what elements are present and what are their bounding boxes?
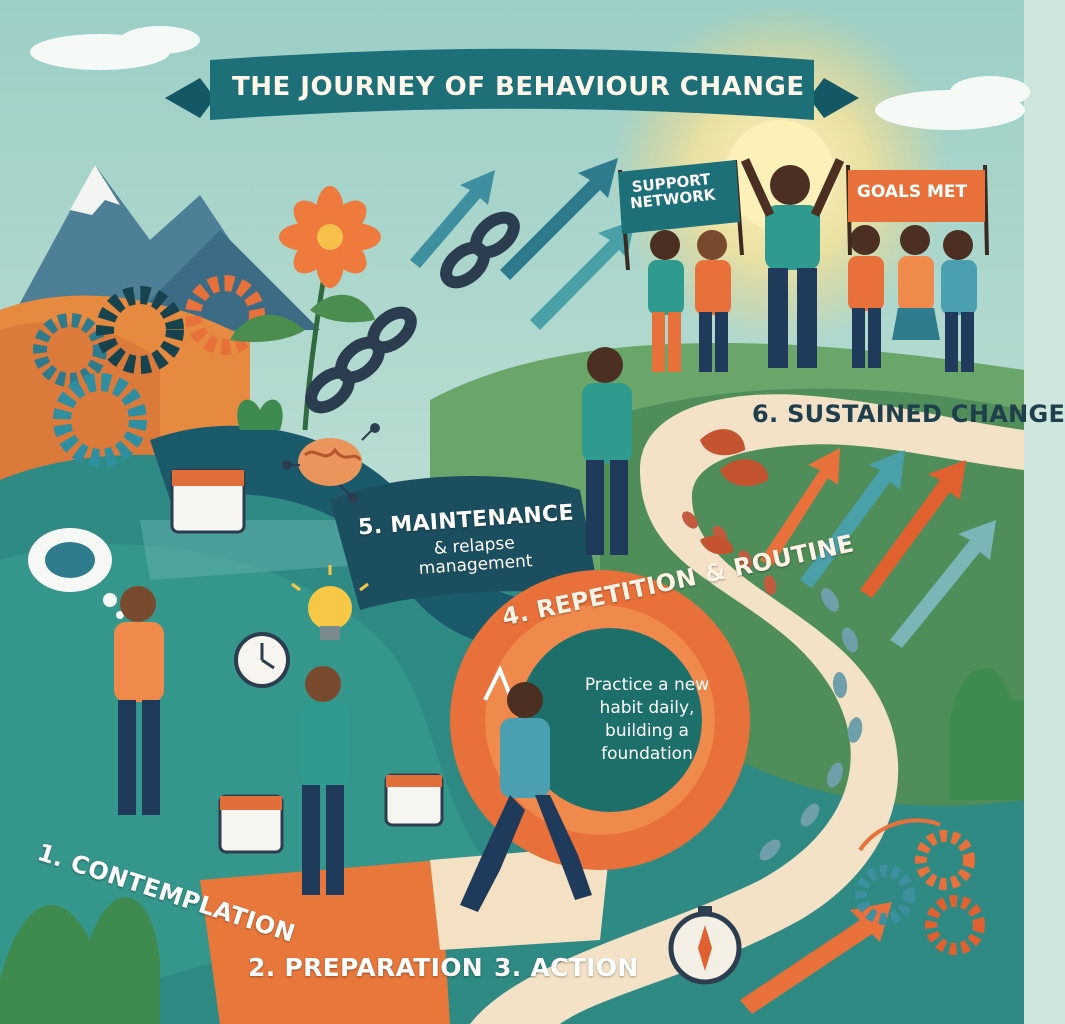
upward-arrow-icon	[410, 158, 635, 330]
upward-arrow-icon	[740, 448, 996, 1014]
calendar-icon	[384, 773, 444, 827]
broken-chain-icon	[305, 211, 520, 414]
lightbulb-icon	[291, 565, 369, 640]
title-banner	[165, 48, 859, 120]
winding-path	[470, 394, 1024, 1024]
maintenance-ribbon	[330, 476, 600, 610]
gears-icon	[855, 818, 985, 955]
page-title: THE JOURNEY OF BEHAVIOUR CHANGE	[232, 72, 805, 102]
gears-icon	[33, 275, 265, 467]
person-preparation	[300, 666, 350, 895]
person-action	[460, 682, 592, 912]
goals-met-sign-text: GOALS MET	[856, 182, 968, 202]
stage-label-sustained-change: 6. SUSTAINED CHANGE	[752, 400, 1065, 428]
person-contemplation	[114, 586, 164, 815]
leaves-icon	[700, 429, 769, 555]
compass-icon	[668, 906, 742, 985]
footprints-icon	[759, 588, 863, 861]
celebrating-group	[648, 158, 977, 372]
clock-icon	[234, 632, 290, 688]
goals-met-sign	[846, 164, 989, 256]
clouds	[30, 26, 1030, 130]
brain-icon	[282, 423, 380, 503]
thought-bubble-icon	[28, 528, 124, 619]
path-segment-preparation	[200, 860, 450, 1024]
foliage	[0, 399, 1024, 1024]
scene-illustration	[0, 0, 1030, 1024]
calendar-icon	[218, 794, 284, 854]
calendar-icon	[170, 468, 246, 534]
flower-icon	[230, 186, 381, 431]
stage-label-preparation: 2. PREPARATION	[248, 953, 484, 982]
support-network-sign	[618, 159, 744, 271]
stage-description-repetition: Practice a new habit daily, building a f…	[584, 675, 710, 764]
person-maintenance	[582, 347, 632, 555]
stage-label-action: 3. ACTION	[494, 953, 639, 982]
